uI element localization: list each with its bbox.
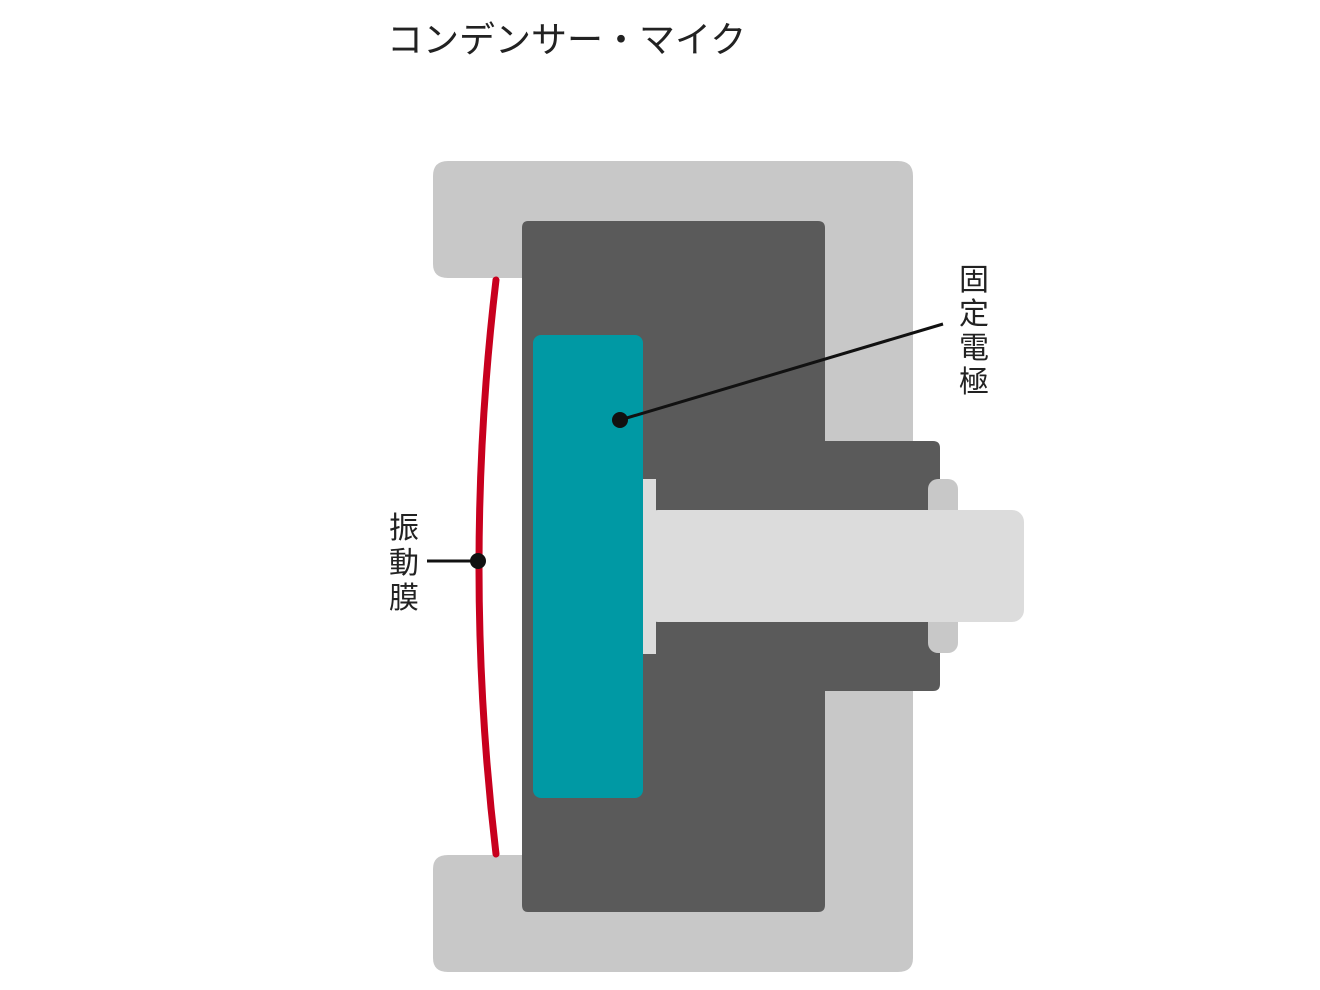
fixed-electrode-leader xyxy=(619,322,944,422)
diaphragm-marker xyxy=(470,553,486,569)
fixed-electrode xyxy=(533,335,643,798)
diaphragm-label: 振動膜 xyxy=(389,511,419,616)
fixed-electrode-marker xyxy=(612,412,628,428)
diagram-title: コンデンサー・マイク xyxy=(387,20,746,61)
terminal-flange xyxy=(641,479,656,654)
diaphragm-label-text: 振動膜 xyxy=(389,511,419,616)
fixed-electrode-label-text: 固定電極 xyxy=(959,263,989,400)
terminal-rod xyxy=(646,510,1024,622)
fixed-electrode-label: 固定電極 xyxy=(959,263,989,400)
